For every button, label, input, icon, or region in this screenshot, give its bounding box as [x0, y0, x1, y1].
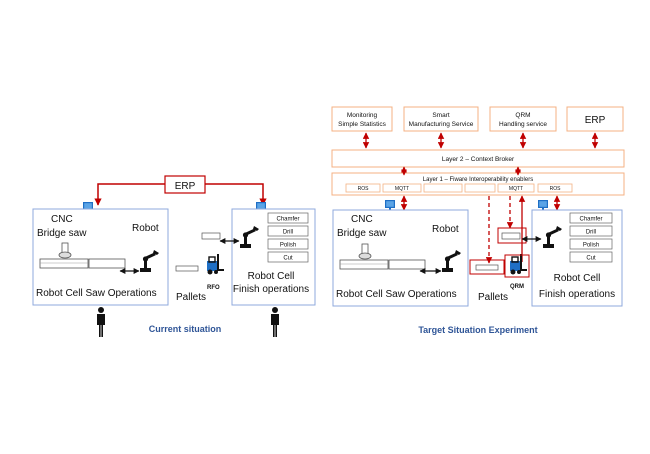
target-op-polish: [569, 238, 613, 250]
current-op-chamfer: [267, 212, 309, 224]
current-pallet-stack: [175, 265, 199, 272]
target-enablers: ROS MQTT MQTT ROS: [345, 183, 573, 193]
target-robot-cell-saw-label: Robot Cell Saw Operations: [336, 289, 457, 300]
current-operator-left-icon: [97, 307, 105, 337]
target-op-cut: [569, 251, 613, 263]
target-conveyor: [388, 259, 426, 270]
target-monitoring-line1: Monitoring: [347, 112, 378, 119]
target-erp-box: [566, 106, 624, 132]
current-op-drill-label: Drill: [283, 230, 293, 236]
current-op-polish: [267, 238, 309, 250]
target-forklift-highlight: [504, 254, 530, 278]
target-enabler-1-label: ROS: [358, 186, 370, 192]
target-robot-cell-finish-label-2: Finish operations: [539, 289, 615, 300]
target-enabler-5: [497, 183, 535, 193]
current-erp-link-right: [205, 183, 267, 206]
current-robot-cell-finish-label-2: Finish operations: [233, 284, 309, 295]
target-op-chamfer-label: Chamfer: [579, 217, 602, 223]
current-forklift-icon: [206, 253, 225, 276]
target-op-cut-label: Cut: [586, 256, 596, 262]
current-op-polish-label: Polish: [280, 243, 296, 249]
target-forklift-icon: [509, 253, 528, 276]
current-robot-cell-finish-label-1: Robot Cell: [248, 271, 295, 282]
target-enabler-5-label: MQTT: [509, 186, 523, 192]
target-erp-label: ERP: [585, 115, 606, 126]
target-op-drill-label: Drill: [586, 230, 596, 236]
target-op-polish-label: Polish: [583, 243, 599, 249]
target-cnc-label: CNC: [351, 214, 373, 225]
target-monitoring-box: [331, 106, 393, 132]
target-layer2-label: Layer 2 – Context Broker: [442, 156, 515, 163]
target-qrm-service-line2: Handling service: [499, 121, 547, 128]
target-smart-mfg-line1: Smart: [432, 112, 450, 119]
current-op-drill: [267, 225, 309, 237]
target-pallet-top-highlight: [497, 227, 527, 244]
current-op-cut: [267, 251, 309, 263]
current-bridge-saw-label: Bridge saw: [37, 228, 87, 239]
target-op-chamfer: [569, 212, 613, 224]
target-enabler-6-label: ROS: [550, 186, 562, 192]
target-pallet-top: [501, 232, 521, 240]
target-monitoring-line2: Simple Statistics: [338, 121, 386, 128]
current-op-cut-label: Cut: [283, 256, 293, 262]
target-smart-mfg-line2: Manufacturing Service: [409, 121, 474, 128]
target-qrm-service-box: [489, 106, 557, 132]
current-finish-ops: Chamfer Drill Polish Cut: [267, 212, 309, 263]
target-enabler-4: [464, 183, 496, 193]
target-caption: Target Situation Experiment: [418, 325, 537, 335]
target-pallet-highlight: [469, 259, 505, 275]
target-pallet-stack: [475, 264, 499, 271]
current-conveyor: [88, 258, 126, 269]
target-smart-mfg-box: [403, 106, 479, 132]
current-op-chamfer-label: Chamfer: [276, 217, 299, 223]
target-enabler-2: [382, 183, 422, 193]
current-pallet-top: [201, 232, 221, 240]
target-enabler-3: [423, 183, 463, 193]
target-enabler-1: [345, 183, 381, 193]
current-robot-label: Robot: [132, 223, 159, 234]
target-enabler-6: [537, 183, 573, 193]
current-pallets-label: Pallets: [176, 292, 206, 303]
target-bridge-saw-label: Bridge saw: [337, 228, 387, 239]
current-erp-label: ERP: [175, 181, 196, 192]
target-op-drill: [569, 225, 613, 237]
target-enabler-2-label: MQTT: [395, 186, 409, 192]
target-robot-cell-finish-label-1: Robot Cell: [554, 273, 601, 284]
current-erp-link-left: [94, 183, 165, 206]
target-qrm-service-line1: QRM: [515, 112, 530, 119]
target-finish-ops: Chamfer Drill Polish Cut: [569, 212, 613, 263]
target-layer1-label: Layer 1 – Fiware Interoperability enable…: [423, 177, 533, 183]
target-layer2-box: [331, 149, 625, 168]
current-rfo-label: RFO: [207, 285, 220, 291]
target-robot-label: Robot: [432, 224, 459, 235]
current-caption: Current situation: [149, 324, 222, 334]
current-robot-cell-saw-label: Robot Cell Saw Operations: [36, 288, 157, 299]
target-qrm-label: QRM: [510, 284, 524, 290]
current-operator-right-icon: [271, 307, 279, 337]
target-pallets-label: Pallets: [478, 292, 508, 303]
current-cnc-label: CNC: [51, 214, 73, 225]
